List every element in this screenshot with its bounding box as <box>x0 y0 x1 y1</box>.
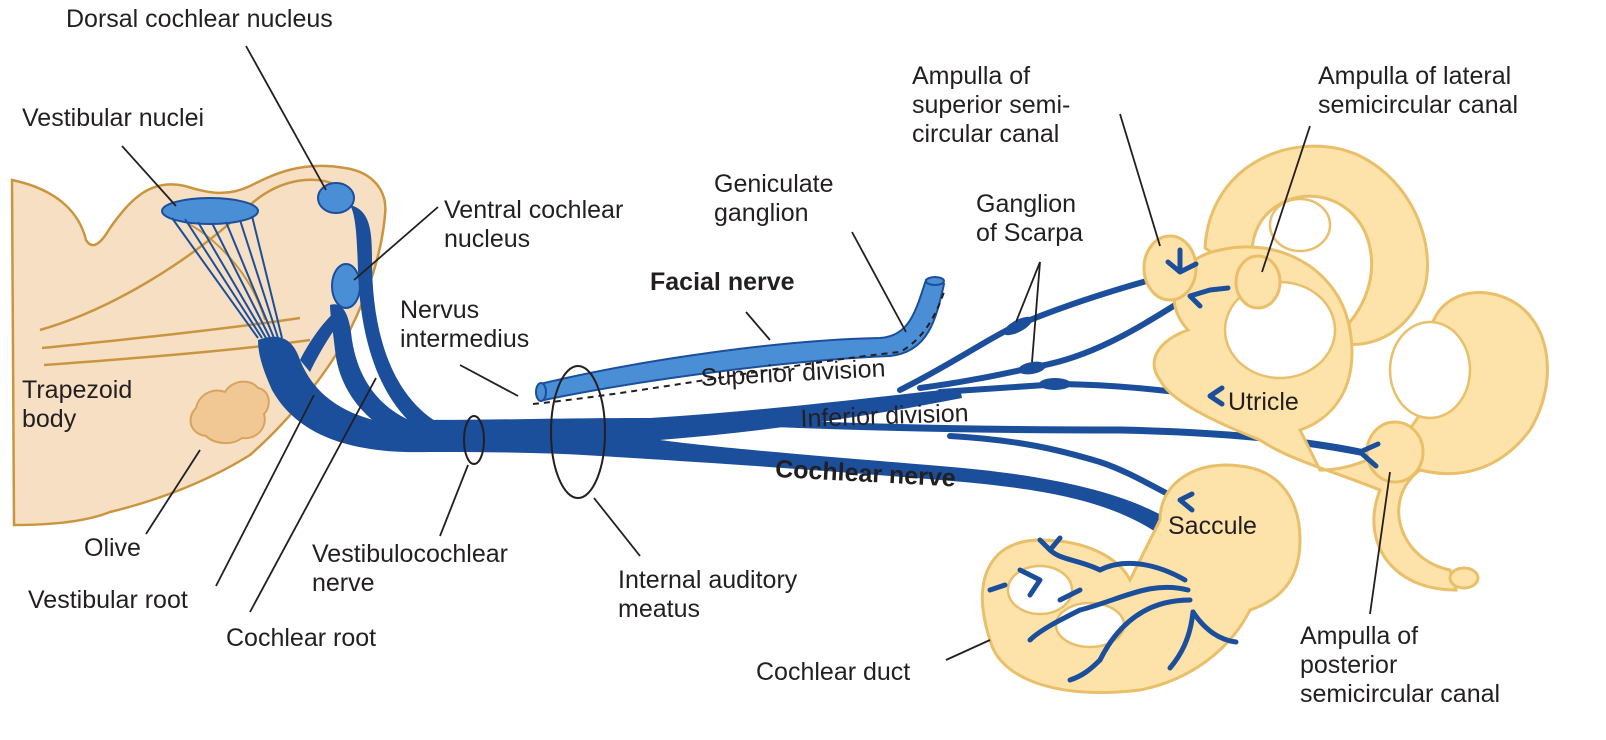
dorsal-cochlear-nucleus-shape <box>318 183 354 213</box>
label-olive: Olive <box>84 534 141 563</box>
label-line: Vestibulocochlear <box>312 540 508 569</box>
label-ampulla-posterior: Ampulla of posterior semicircular canal <box>1300 622 1500 709</box>
label-line: superior semi- <box>912 91 1070 120</box>
label-line: Nervus <box>400 296 529 325</box>
scarpa-ganglia <box>1001 313 1071 390</box>
label-cochlear-duct: Cochlear duct <box>756 658 910 687</box>
label-line: meatus <box>618 595 797 624</box>
label-ampulla-lateral: Ampulla of lateral semicircular canal <box>1318 62 1518 120</box>
endolymphatic-sac <box>1450 568 1478 588</box>
label-line: Ampulla of <box>1300 622 1500 651</box>
label-line: nerve <box>312 569 508 598</box>
label-line: semicircular canal <box>1318 91 1518 120</box>
label-line: ganglion <box>714 199 834 228</box>
label-line: of Scarpa <box>976 219 1083 248</box>
label-cochlear-root: Cochlear root <box>226 624 376 653</box>
label-vestibulocochlear-nerve: Vestibulocochlear nerve <box>312 540 508 598</box>
label-inferior-division: Inferior division <box>800 399 969 434</box>
label-geniculate-ganglion: Geniculate ganglion <box>714 170 834 228</box>
ampulla-lateral-shape <box>1236 256 1280 308</box>
label-internal-auditory-meatus: Internal auditory meatus <box>618 566 797 624</box>
label-utricle: Utricle <box>1228 388 1299 417</box>
label-ampulla-superior: Ampulla of superior semi- circular canal <box>912 62 1070 149</box>
label-line: Ampulla of <box>912 62 1070 91</box>
label-line: Ventral cochlear <box>444 196 623 225</box>
label-trapezoid-body: Trapezoid body <box>22 376 132 434</box>
label-line: Internal auditory <box>618 566 797 595</box>
label-line: nucleus <box>444 225 623 254</box>
label-vestibular-nuclei: Vestibular nuclei <box>22 104 204 133</box>
label-line: circular canal <box>912 120 1070 149</box>
label-nervus-intermedius: Nervus intermedius <box>400 296 529 354</box>
label-line: Trapezoid <box>22 376 132 405</box>
label-facial-nerve: Facial nerve <box>650 268 795 297</box>
label-line: Ganglion <box>976 190 1083 219</box>
label-line: semicircular canal <box>1300 680 1500 709</box>
label-dorsal-cochlear-nucleus: Dorsal cochlear nucleus <box>66 5 333 34</box>
label-line: Geniculate <box>714 170 834 199</box>
ampulla-posterior-shape <box>1367 422 1423 482</box>
label-line: body <box>22 405 132 434</box>
label-saccule: Saccule <box>1168 512 1257 541</box>
label-line: posterior <box>1300 651 1500 680</box>
label-ventral-cochlear-nucleus: Ventral cochlear nucleus <box>444 196 623 254</box>
label-line: Ampulla of lateral <box>1318 62 1518 91</box>
label-vestibular-root: Vestibular root <box>28 586 188 615</box>
label-ganglion-of-scarpa: Ganglion of Scarpa <box>976 190 1083 248</box>
label-line: intermedius <box>400 325 529 354</box>
ventral-cochlear-nucleus-shape <box>332 264 360 308</box>
